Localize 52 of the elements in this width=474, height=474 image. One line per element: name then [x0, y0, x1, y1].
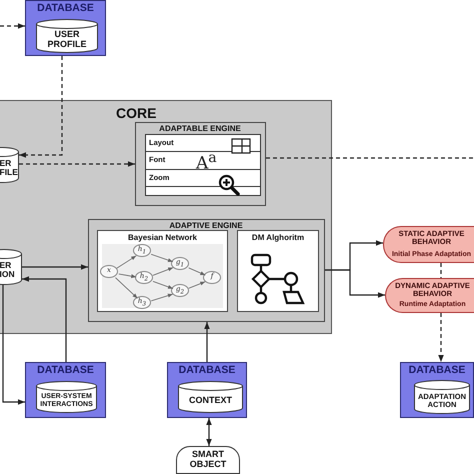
database-label: CONTEXT: [188, 394, 233, 407]
settings-table: [145, 134, 261, 196]
arrow: [22, 276, 67, 362]
terminal-shape: [176, 446, 240, 474]
database-box: [25, 0, 106, 56]
arrow: [115, 277, 138, 299]
arrow: [150, 254, 174, 262]
arrow: [118, 274, 137, 278]
database-label: ER ION: [0, 258, 16, 281]
database-heading: DATABASE: [408, 365, 466, 377]
database-box: [400, 362, 474, 418]
arrow: [0, 23, 25, 29]
database-cylinder: [36, 19, 98, 53]
engine-panel: [88, 218, 324, 322]
method-panel: [97, 230, 228, 312]
arrow: [204, 322, 210, 362]
arrow: [150, 294, 174, 302]
arrow: [152, 267, 174, 276]
panel-title: ADAPTABLE ENGINE: [158, 124, 242, 134]
arrow: [188, 281, 206, 289]
arrow: [188, 268, 206, 276]
database-heading: DATABASE: [36, 365, 95, 377]
arrow: [22, 264, 88, 270]
arrow: [116, 255, 137, 269]
panel-title: DM Alghoritm: [250, 234, 306, 243]
database-box: [25, 362, 106, 418]
database-heading: DATABASE: [36, 3, 95, 15]
arrow: [438, 313, 444, 362]
database-cylinder: [36, 381, 97, 413]
panel-title: Bayesian Network: [127, 234, 198, 243]
database-cylinder: [178, 381, 243, 413]
panel-title: CORE: [116, 106, 156, 122]
terminal-label: SMART OBJECT: [188, 450, 228, 470]
connector-line: [440, 263, 442, 278]
database-heading: DATABASE: [178, 365, 236, 377]
arrow: [325, 269, 385, 298]
panel-title: ADAPTIVE ENGINE: [168, 222, 244, 230]
arrow: [2, 285, 25, 405]
database-box: [167, 362, 247, 418]
behavior-pill: [383, 226, 474, 263]
database-label: USER PROFILE: [46, 28, 88, 50]
arrow: [19, 56, 63, 158]
arrow: [19, 161, 135, 167]
database-cylinder: [414, 380, 470, 414]
database-label: ER FILE: [0, 156, 18, 179]
arrow: [152, 281, 174, 289]
arrow: [206, 418, 212, 446]
engine-panel: [134, 122, 266, 206]
connector-line: [266, 157, 474, 159]
method-panel: [237, 230, 319, 312]
core-panel: [0, 100, 332, 334]
behavior-pill: [385, 278, 474, 313]
